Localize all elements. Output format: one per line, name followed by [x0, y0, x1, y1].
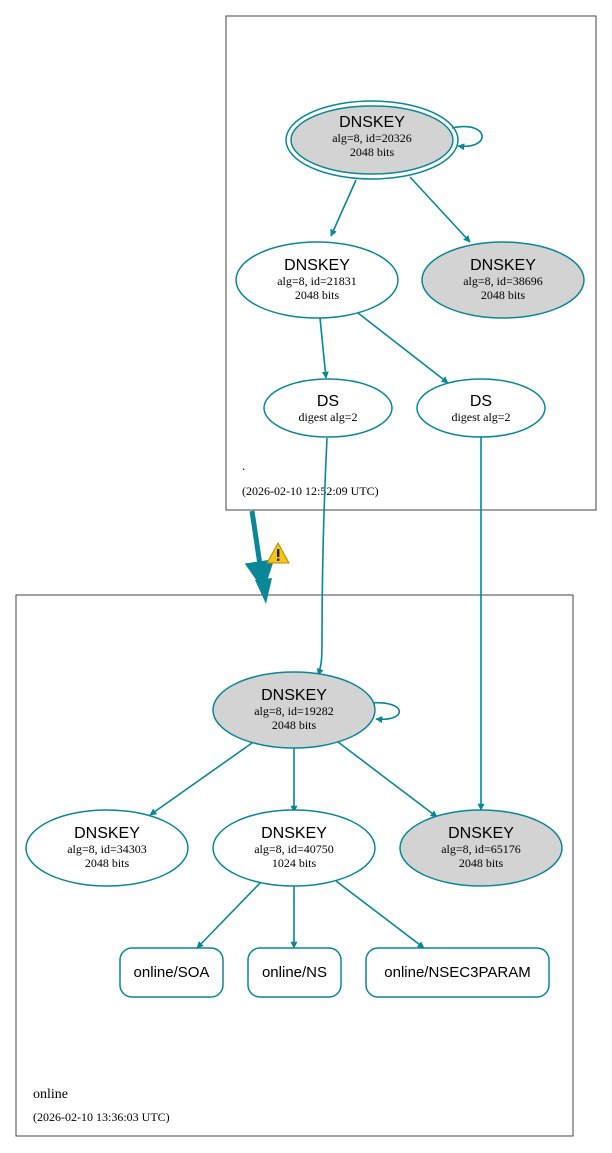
- node-online-zsk-type: DNSKEY: [261, 825, 327, 842]
- node-ds-b-type: DS: [470, 393, 492, 410]
- node-root-ksk[interactable]: DNSKEY alg=8, id=20326 2048 bits: [285, 100, 459, 180]
- edge-root-ksk-to-ksk2: [409, 176, 471, 243]
- edge-ds-a-to-online-ksk: [317, 437, 328, 676]
- node-ds-a-type: DS: [317, 393, 339, 410]
- node-online-zsk-info: alg=8, id=40750: [254, 842, 334, 856]
- node-online-ksk-type: DNSKEY: [261, 687, 327, 704]
- node-online-ksk[interactable]: DNSKEY alg=8, id=19282 2048 bits: [212, 671, 376, 749]
- edge-online-ksk-to-k65176: [337, 741, 438, 818]
- node-rrset-ns[interactable]: online/NS: [247, 947, 342, 998]
- node-ds-b[interactable]: DS digest alg=2: [416, 378, 546, 438]
- node-online-ksk-info: alg=8, id=19282: [254, 704, 334, 718]
- node-online-key-65176[interactable]: DNSKEY alg=8, id=65176 2048 bits: [399, 809, 563, 887]
- delegation-arrowhead: [255, 578, 272, 604]
- node-root-zsk-bits: 2048 bits: [295, 288, 340, 302]
- warning-triangle-icon[interactable]: [266, 541, 290, 564]
- node-ds-a[interactable]: DS digest alg=2: [263, 378, 393, 438]
- edge-root-zsk-to-ds-b: [357, 312, 449, 384]
- node-online-key-34303[interactable]: DNSKEY alg=8, id=34303 2048 bits: [25, 809, 189, 887]
- edges: [149, 125, 485, 949]
- edge-zsk-to-nsec3param: [335, 880, 425, 949]
- node-root-zsk-info: alg=8, id=21831: [277, 274, 357, 288]
- zone-online-name: online: [33, 1087, 68, 1102]
- zone-root-box: [225, 15, 597, 511]
- node-online-key-65176-bits: 2048 bits: [459, 856, 504, 870]
- edge-delegation: [244, 510, 275, 591]
- zone-online-timestamp: (2026-02-10 13:36:03 UTC): [33, 1110, 170, 1124]
- node-root-zsk-type: DNSKEY: [284, 257, 350, 274]
- edge-root-zsk-to-ds-a: [319, 317, 329, 379]
- node-rrset-soa[interactable]: online/SOA: [119, 947, 224, 998]
- node-rrset-soa-label: online/SOA: [134, 964, 210, 981]
- edge-root-ksk-self: [451, 125, 483, 151]
- node-online-key-34303-bits: 2048 bits: [85, 856, 130, 870]
- node-rrset-nsec3param-label: online/NSEC3PARAM: [384, 964, 530, 981]
- node-rrset-nsec3param[interactable]: online/NSEC3PARAM: [365, 947, 550, 998]
- node-root-ksk-type: DNSKEY: [339, 114, 405, 131]
- node-online-zsk-bits: 1024 bits: [272, 856, 317, 870]
- node-rrset-ns-label: online/NS: [262, 964, 327, 981]
- node-root-ksk-info: alg=8, id=20326: [332, 131, 412, 145]
- node-root-ksk2[interactable]: DNSKEY alg=8, id=38696 2048 bits: [421, 241, 585, 319]
- node-ds-b-info: digest alg=2: [451, 410, 510, 424]
- edge-root-ksk-to-zsk: [330, 179, 357, 237]
- node-root-ksk2-info: alg=8, id=38696: [463, 274, 543, 288]
- edge-zsk-to-soa: [196, 880, 263, 949]
- node-online-ksk-bits: 2048 bits: [272, 718, 317, 732]
- node-online-key-34303-type: DNSKEY: [74, 825, 140, 842]
- node-online-key-34303-info: alg=8, id=34303: [67, 842, 147, 856]
- node-online-key-65176-info: alg=8, id=65176: [441, 842, 521, 856]
- zone-online-box: [15, 594, 574, 1137]
- zone-root-name: .: [242, 458, 245, 473]
- zone-root-timestamp: (2026-02-10 12:52:09 UTC): [242, 484, 379, 498]
- node-root-ksk2-bits: 2048 bits: [481, 288, 526, 302]
- node-ds-a-info: digest alg=2: [298, 410, 357, 424]
- node-root-ksk-bits: 2048 bits: [350, 145, 395, 159]
- node-online-key-65176-type: DNSKEY: [448, 825, 514, 842]
- node-online-zsk[interactable]: DNSKEY alg=8, id=40750 1024 bits: [212, 809, 376, 887]
- node-root-ksk2-type: DNSKEY: [470, 257, 536, 274]
- node-root-zsk[interactable]: DNSKEY alg=8, id=21831 2048 bits: [235, 241, 399, 319]
- edge-online-ksk-self: [369, 702, 401, 724]
- edge-online-ksk-to-k34303: [149, 742, 253, 816]
